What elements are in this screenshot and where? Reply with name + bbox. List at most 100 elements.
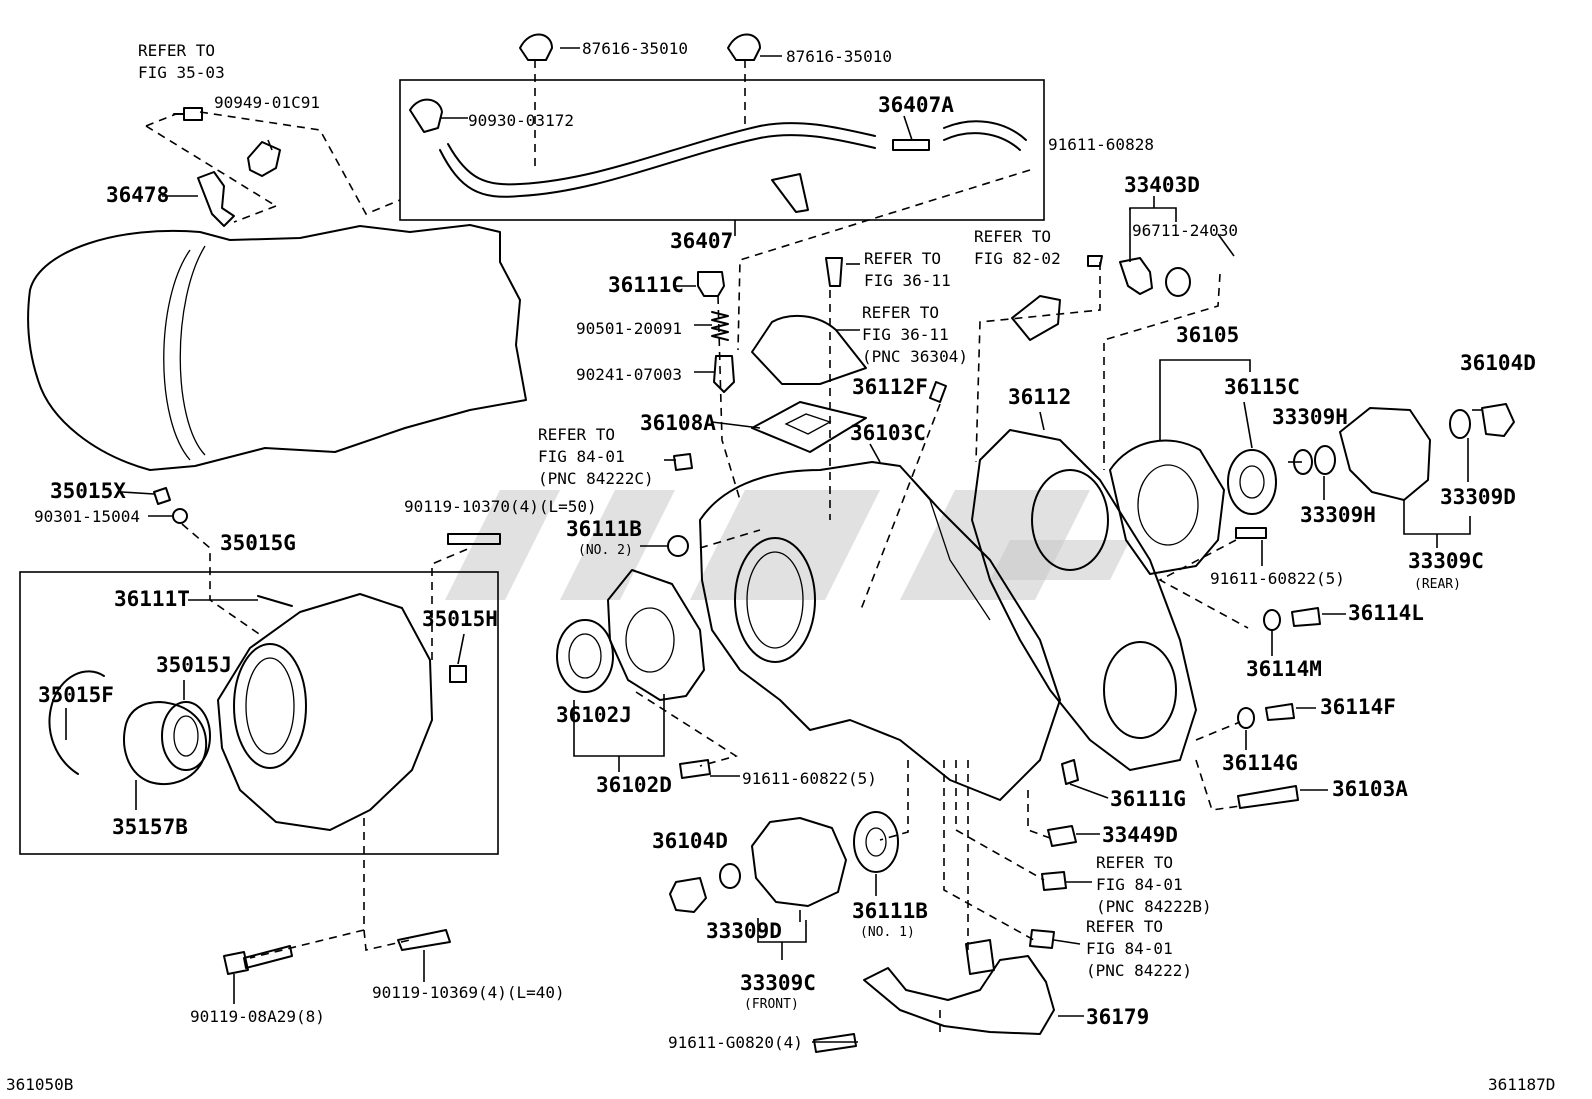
label-33309c-front: 33309C: [740, 971, 816, 995]
label-33309d-rear: 33309D: [1440, 485, 1516, 509]
companion-flange-front: [751, 817, 847, 907]
label-refer-35-03-line1: REFER TO: [138, 41, 215, 60]
extension-housing-36105: [1109, 439, 1225, 575]
label-35015h: 35015H: [422, 607, 498, 631]
label-36114m: 36114M: [1246, 657, 1322, 681]
label-36407a: 36407A: [878, 93, 954, 117]
drawing-code-left: 361050B: [6, 1075, 73, 1094]
label-96711-24030: 96711-24030: [1132, 221, 1238, 240]
label-no1: (NO. 1): [860, 925, 915, 940]
label-refer-84222-line1: REFER TO: [1086, 917, 1163, 936]
label-refer-84222b-line2: FIG 84-01: [1096, 875, 1183, 894]
plug-36111C: [697, 271, 725, 297]
label-36102j: 36102J: [556, 703, 632, 727]
part-labels: REFER TO FIG 35-03 90949-01C91 36478 876…: [6, 39, 1555, 1094]
sensor-33403D: [1119, 257, 1153, 295]
transmission-housing: [27, 224, 527, 471]
label-35015f: 35015F: [38, 683, 114, 707]
label-90241-07003: 90241-07003: [576, 365, 682, 384]
actuator-cover: [751, 314, 867, 385]
label-36104d-front: 36104D: [652, 829, 728, 853]
label-33449d: 33449D: [1102, 823, 1178, 847]
rear-case-36112: [971, 429, 1197, 771]
label-36115c: 36115C: [1224, 375, 1300, 399]
adapter-housing-35015G: [217, 593, 433, 831]
leader-lines: [65, 47, 1482, 1043]
label-36111g: 36111G: [1110, 787, 1186, 811]
label-36111t: 36111T: [114, 587, 190, 611]
nut-36104D-front: [669, 877, 707, 913]
adapter-group-box: [19, 571, 499, 855]
dust-deflector-35157B: [123, 701, 208, 786]
spring-90501: [711, 311, 729, 341]
o-ring-96711: [1165, 267, 1191, 297]
snap-ring-35015F: [48, 670, 105, 775]
label-35015x: 35015X: [50, 479, 126, 503]
label-91611-60828: 91611-60828: [1048, 135, 1154, 154]
label-35157b: 35157B: [112, 815, 188, 839]
label-90930-03172: 90930-03172: [468, 111, 574, 130]
label-33403d: 33403D: [1124, 173, 1200, 197]
oil-seal-35015J: [161, 701, 211, 771]
label-refer-84-01-line1: REFER TO: [538, 425, 615, 444]
bolt-90949: [173, 107, 203, 121]
parts-artwork: [19, 33, 1515, 1053]
hose-clip-87616-b: [727, 33, 761, 61]
companion-flange-rear: [1339, 407, 1431, 501]
label-36103a: 36103A: [1332, 777, 1408, 801]
breather-hose-36407: [409, 98, 1027, 213]
protector-36179: [863, 955, 1055, 1035]
label-36105: 36105: [1176, 323, 1239, 347]
label-36112f: 36112F: [852, 375, 928, 399]
oil-seal-36102J: [556, 619, 614, 693]
label-90301-15004: 90301-15004: [34, 507, 140, 526]
label-36111b-b: 36111B: [852, 899, 928, 923]
ball-90241: [713, 355, 735, 393]
label-36111c: 36111C: [608, 273, 684, 297]
drawing-code-right: 361187D: [1488, 1075, 1555, 1094]
label-36114f: 36114F: [1320, 695, 1396, 719]
bearing-36115C: [1227, 449, 1277, 515]
label-91611-60822-front: 91611-60822(5): [742, 769, 877, 788]
label-refer-36-11-line2: FIG 36-11: [864, 271, 951, 290]
front-output-housing: [607, 569, 705, 701]
washer-33309H-b: [1314, 445, 1336, 475]
label-36111b-a: 36111B: [566, 517, 642, 541]
label-87616-35010-a: 87616-35010: [582, 39, 688, 58]
label-refer-84222-line2: FIG 84-01: [1086, 939, 1173, 958]
label-refer-36-11-b-line2: FIG 36-11: [862, 325, 949, 344]
label-refer-35-03-line2: FIG 35-03: [138, 63, 225, 82]
label-36179: 36179: [1086, 1005, 1149, 1029]
label-refer-82-02-line2: FIG 82-02: [974, 249, 1061, 268]
label-90119-10369: 90119-10369(4)(L=40): [372, 983, 565, 1002]
label-90501-20091: 90501-20091: [576, 319, 682, 338]
hose-group-box: [399, 79, 1045, 221]
label-35015g: 35015G: [220, 531, 296, 555]
label-refer-82-02-line1: REFER TO: [974, 227, 1051, 246]
label-91611-60822-rear: 91611-60822(5): [1210, 569, 1345, 588]
label-87616-35010-b: 87616-35010: [786, 47, 892, 66]
label-36478: 36478: [106, 183, 169, 207]
label-36407: 36407: [670, 229, 733, 253]
label-33309h-b: 33309H: [1300, 503, 1376, 527]
label-36114l: 36114L: [1348, 601, 1424, 625]
label-refer-84-01-line2: FIG 84-01: [538, 447, 625, 466]
label-rear: (REAR): [1414, 577, 1461, 592]
label-36112: 36112: [1008, 385, 1071, 409]
nut-36104D-rear: [1481, 403, 1515, 437]
label-36108a: 36108A: [640, 411, 716, 435]
label-90949-01c91: 90949-01C91: [214, 93, 320, 112]
gasket-36108A: [751, 401, 867, 453]
label-33309c-rear: 33309C: [1408, 549, 1484, 573]
label-front: (FRONT): [744, 997, 799, 1012]
label-refer-36-11-b-line1: REFER TO: [862, 303, 939, 322]
label-refer-84-01-line3: (PNC 84222C): [538, 469, 654, 488]
label-refer-84222b-line1: REFER TO: [1096, 853, 1173, 872]
label-90119-08a29: 90119-08A29(8): [190, 1007, 325, 1026]
label-36104d-rear: 36104D: [1460, 351, 1536, 375]
clip-90949: [247, 141, 281, 177]
label-36103c: 36103C: [850, 421, 926, 445]
label-refer-84222b-line3: (PNC 84222B): [1096, 897, 1212, 916]
label-refer-36-11-line1: REFER TO: [864, 249, 941, 268]
